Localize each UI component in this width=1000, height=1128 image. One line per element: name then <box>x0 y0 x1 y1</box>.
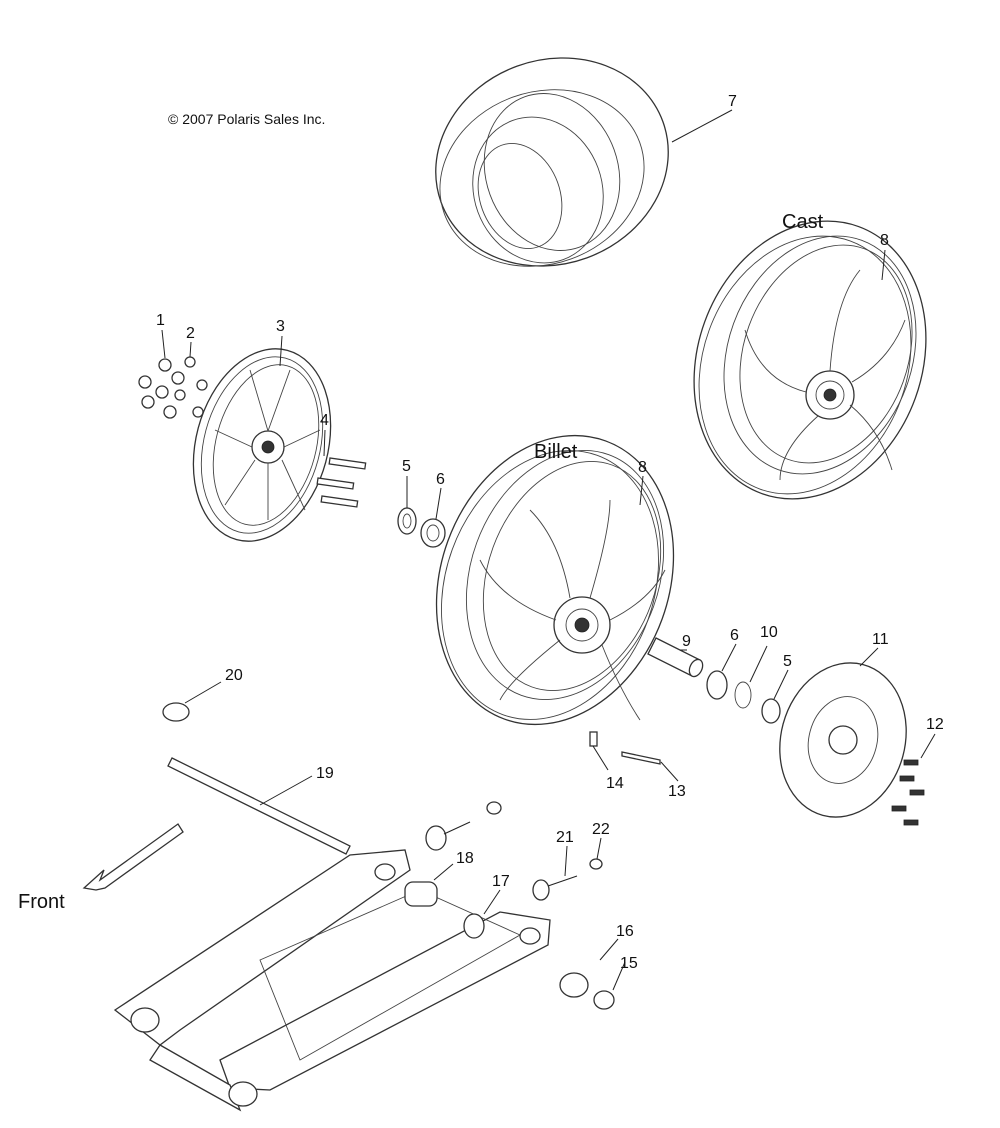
brake-disc <box>779 662 907 818</box>
seal-left <box>397 507 417 535</box>
callout-4: 4 <box>320 412 329 429</box>
callout-1: 1 <box>156 312 165 329</box>
callout-10: 10 <box>760 624 778 641</box>
callout-5: 5 <box>402 458 411 475</box>
pivot-hardware <box>404 801 615 1010</box>
cast-wheel <box>693 220 927 500</box>
callout-5-right: 5 <box>783 653 792 670</box>
callout-7: 7 <box>728 93 737 110</box>
bearing-right <box>706 670 728 700</box>
weight-clip <box>621 751 661 765</box>
pins <box>316 457 367 508</box>
copyright-text: © 2007 Polaris Sales Inc. <box>168 111 325 127</box>
front-arrow <box>82 823 184 891</box>
valve-stem <box>589 731 598 747</box>
callout-16: 16 <box>616 923 634 940</box>
disc-bolts <box>891 759 925 826</box>
callout-21: 21 <box>556 829 574 846</box>
callout-22: 22 <box>592 821 610 838</box>
callout-17: 17 <box>492 873 510 890</box>
callout-numbers: 1 2 3 4 5 6 7 8 8 9 6 10 5 11 12 13 14 1… <box>156 93 944 972</box>
callout-11: 11 <box>872 631 889 648</box>
callout-6-right: 6 <box>730 627 739 644</box>
callout-19: 19 <box>316 765 334 782</box>
bearing-left <box>420 518 446 548</box>
leader-lines <box>161 109 936 991</box>
billet-label: Billet <box>534 441 578 463</box>
callout-3: 3 <box>276 318 285 335</box>
callout-6: 6 <box>436 471 445 488</box>
nuts-washers <box>138 356 208 419</box>
callout-9: 9 <box>682 633 691 650</box>
tire <box>435 57 669 267</box>
cast-label: Cast <box>782 211 824 233</box>
front-label: Front <box>18 891 65 913</box>
snap-ring <box>734 681 752 709</box>
spacer-tube <box>647 637 704 678</box>
billet-wheel <box>435 434 675 726</box>
callout-14: 14 <box>606 775 624 792</box>
callout-18: 18 <box>456 850 474 867</box>
callout-15: 15 <box>620 955 638 972</box>
seal-right <box>761 698 781 724</box>
axle-cap <box>162 702 190 722</box>
belt-sprocket <box>192 348 332 542</box>
swingarm <box>113 849 551 1112</box>
callout-8-cast: 8 <box>880 232 889 249</box>
callout-13: 13 <box>668 783 686 800</box>
callout-12: 12 <box>926 716 944 733</box>
callout-2: 2 <box>186 325 195 342</box>
callout-8-billet: 8 <box>638 459 647 476</box>
callout-20: 20 <box>225 667 243 684</box>
axle <box>167 757 351 855</box>
